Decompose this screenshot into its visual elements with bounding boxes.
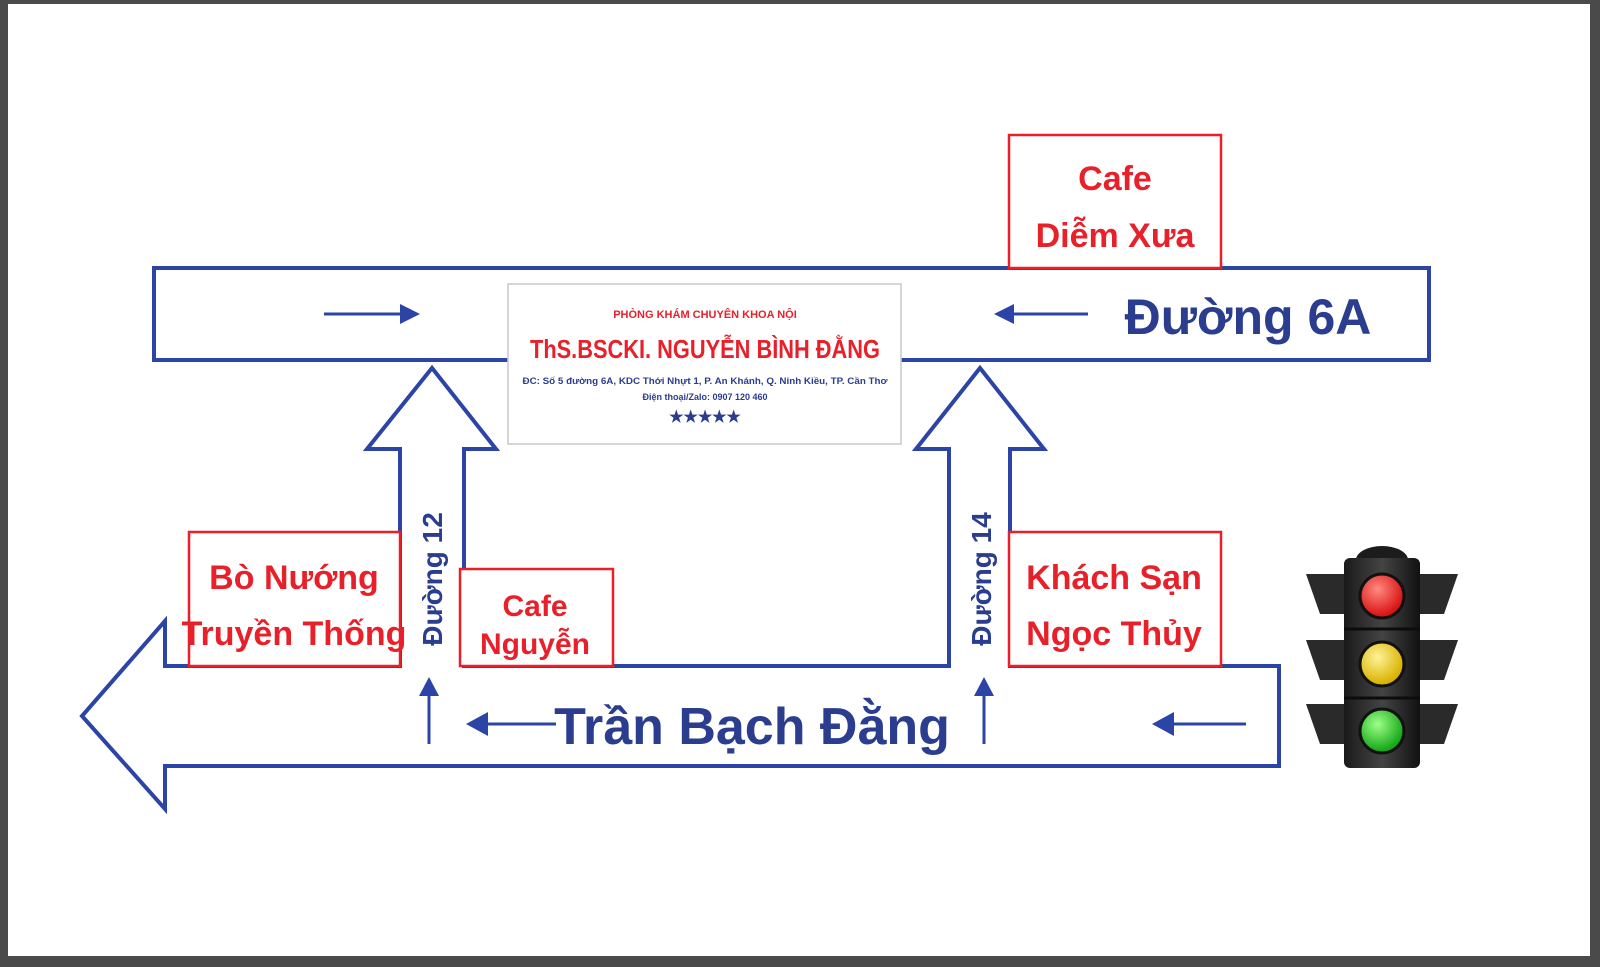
landmark-label: Nguyễn <box>480 627 590 661</box>
red-light <box>1358 572 1406 620</box>
landmark-label: Cafe <box>502 590 567 623</box>
landmark-label: Ngọc Thủy <box>1026 615 1202 653</box>
clinic-name: ThS.BSCKI. NGUYỄN BÌNH ĐẰNG <box>530 334 880 364</box>
map-canvas: Đường 6A Trần Bạch Đằng Đường 12 Đường 1… <box>8 4 1590 956</box>
landmark-label: Bò Nướng <box>209 559 379 597</box>
clinic-address: ĐC: Số 5 đường 6A, KDC Thới Nhựt 1, P. A… <box>523 376 889 386</box>
arrow-right-icon <box>324 304 420 324</box>
landmark-khach-san-ngoc-thuy: Khách Sạn Ngọc Thủy <box>1007 530 1223 668</box>
arrow-left-icon <box>994 304 1088 324</box>
landmark-cafe-diem-xua: Cafe Diễm Xưa <box>1007 133 1223 270</box>
landmark-label: Truyền Thống <box>182 615 407 653</box>
clinic-sign: PHÒNG KHÁM CHUYÊN KHOA NỘI ThS.BSCKI. NG… <box>507 283 902 445</box>
traffic-light-icon <box>1306 546 1458 768</box>
clinic-stars: ★★★★★ <box>669 409 741 426</box>
landmark-bo-nuong-truyen-thong: Bò Nướng Truyền Thống <box>182 530 407 668</box>
clinic-heading: PHÒNG KHÁM CHUYÊN KHOA NỘI <box>613 308 797 321</box>
seam-left-bottom <box>402 660 462 670</box>
road-label-duong-12: Đường 12 <box>417 512 448 646</box>
seam-right-bottom <box>951 660 1008 670</box>
green-light <box>1358 707 1406 755</box>
landmark-label: Diễm Xưa <box>1036 217 1196 255</box>
direction-map: Đường 6A Trần Bạch Đằng Đường 12 Đường 1… <box>79 133 1458 815</box>
road-label-duong-6a: Đường 6A <box>1125 289 1372 345</box>
arrow-left-icon <box>1152 712 1246 736</box>
landmark-label: Cafe <box>1078 160 1152 198</box>
yellow-light <box>1358 640 1406 688</box>
landmark-cafe-nguyen: Cafe Nguyễn <box>458 567 615 668</box>
road-label-tran-bach-dang: Trần Bạch Đằng <box>554 697 950 756</box>
clinic-phone: Điện thoại/Zalo: 0907 120 460 <box>642 392 767 402</box>
arrow-up-icon <box>974 677 994 744</box>
road-label-duong-14: Đường 14 <box>966 512 997 646</box>
arrow-up-icon <box>419 677 439 744</box>
landmark-label: Khách Sạn <box>1026 559 1202 597</box>
arrow-left-icon <box>466 712 556 736</box>
